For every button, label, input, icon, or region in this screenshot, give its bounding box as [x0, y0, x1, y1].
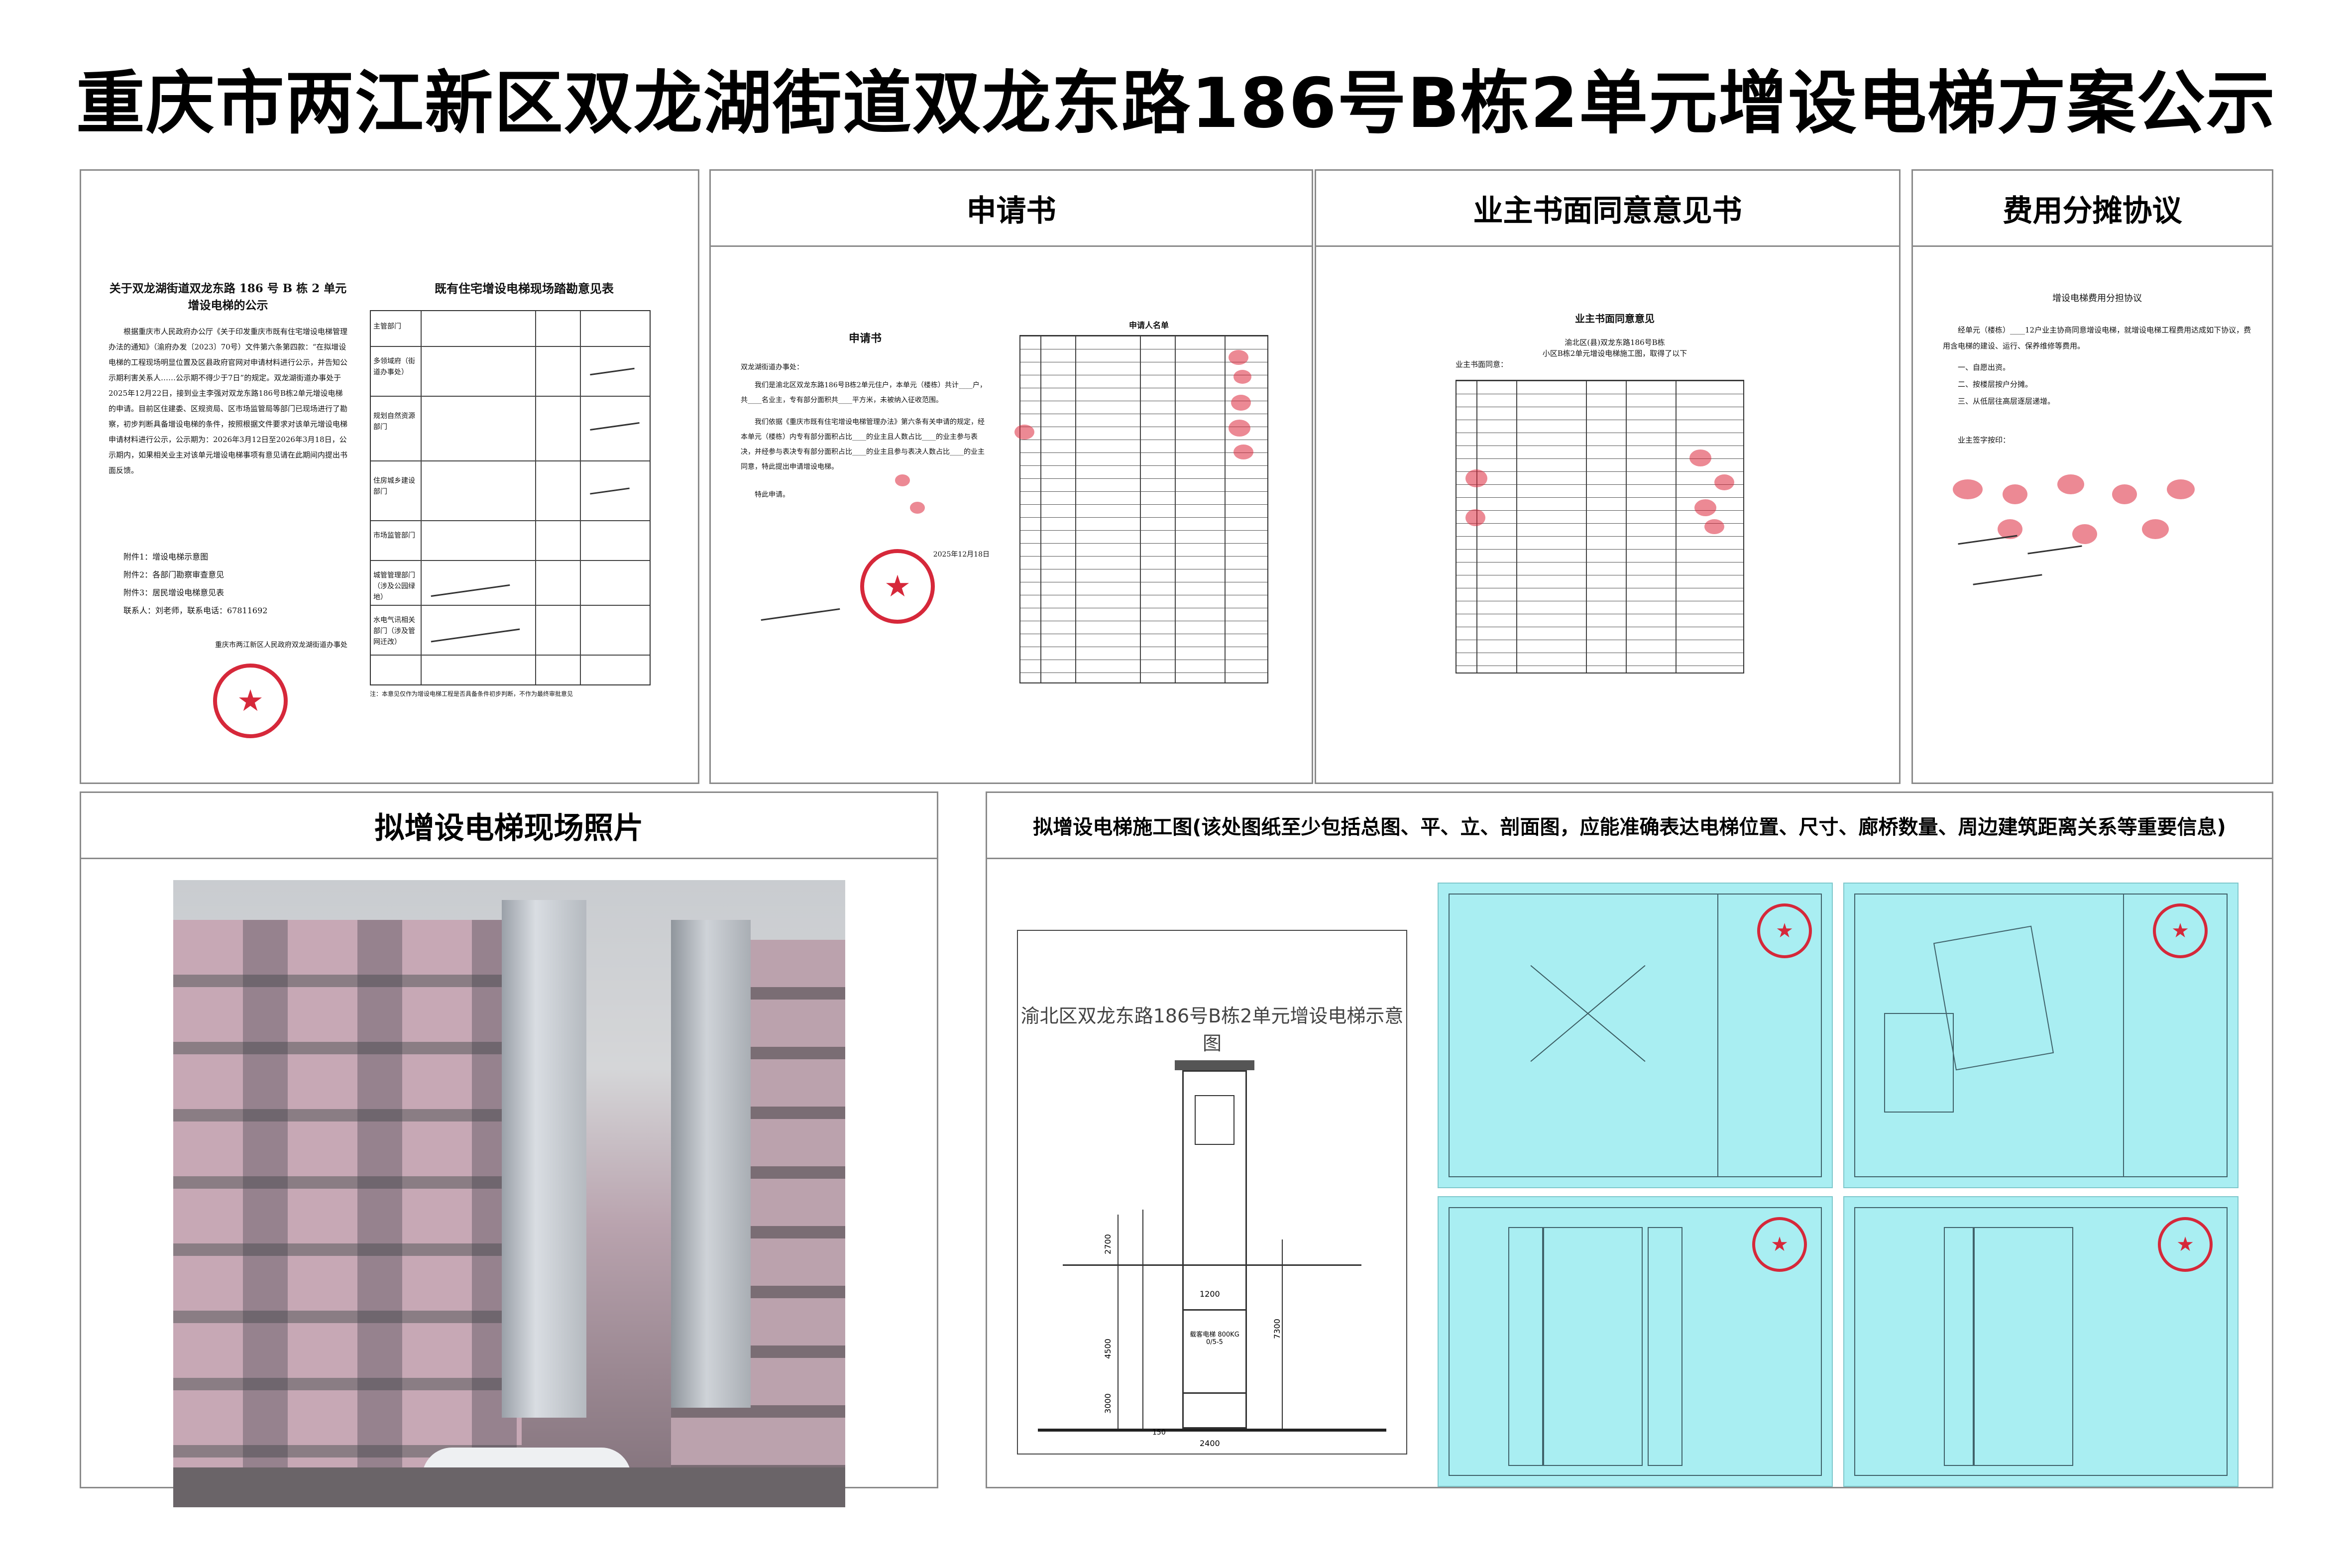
- consent-line-2: 小区B栋2单元增设电梯施工图，取得了以下: [1542, 349, 1687, 358]
- official-seal-application: ★: [860, 549, 935, 624]
- application-body-2: 我们依据《重庆市既有住宅增设电梯管理办法》第六条有关申请的规定，经本单元（楼栋）…: [741, 418, 985, 471]
- application-letter: 申请书 双龙湖街道办事处： 我们是渝北区双龙东路186号B栋2单元住户，本单元（…: [741, 330, 990, 728]
- photo-heading: 拟增设电梯现场照片: [81, 793, 937, 859]
- cost-item-2: 二、按楼层按户分摊。: [1958, 380, 2033, 389]
- notice-signature: 重庆市两江新区人民政府双龙湖街道办事处: [215, 641, 347, 649]
- application-closing: 特此申请。: [755, 491, 789, 499]
- survey-footnote: 注：本意见仅作为增设电梯工程是否具备条件初步判断，不作为最终审批意见: [370, 690, 573, 697]
- survey-row-7: 水电气讯相关部门（涉及管网迁改）: [373, 616, 415, 646]
- dim-4500: 4500: [1103, 1339, 1113, 1359]
- elevator-shaft-main: [502, 900, 586, 1418]
- survey-form-title: 既有住宅增设电梯现场踏勘意见表: [435, 281, 614, 296]
- photo-panel: 拟增设电梯现场照片: [80, 791, 938, 1507]
- notice-attachment-2: 附件2：各部门勘察审查意见: [123, 570, 224, 579]
- application-body-1: 我们是渝北区双龙东路186号B栋2单元住户，本单元（楼栋）共计____户，共__…: [741, 381, 987, 404]
- survey-row-2: 多领域府（街道办事处）: [373, 357, 415, 376]
- cost-item-1: 一、自愿出资。: [1958, 363, 2011, 372]
- cost-item-3: 三、从低层往高层逐层递增。: [1958, 397, 2055, 406]
- applicant-list: 申请人名单: [1014, 320, 1278, 768]
- dim-1200: 1200: [1200, 1289, 1220, 1299]
- applicant-list-title: 申请人名单: [1128, 321, 1169, 330]
- cost-document: 增设电梯费用分担协议 经单元（楼栋）____12户业主协商同意增设电梯，就增设电…: [1943, 290, 2251, 718]
- notice-panel: 关于双龙湖街道双龙东路 186 号 B 栋 2 单元 增设电梯的公示 根据重庆市…: [80, 169, 699, 784]
- survey-row-6: 城管管理部门（涉及公园绿地）: [373, 571, 415, 601]
- schematic-title: 渝北区双龙东路186号B栋2单元增设电梯示意图: [1020, 1005, 1404, 1054]
- notice-attachment-3: 附件3：居民增设电梯意见表: [123, 588, 224, 597]
- consent-table: [1456, 380, 1744, 673]
- elevator-shaft-right: [671, 920, 751, 1408]
- survey-row-3: 规划自然资源部门: [373, 412, 415, 431]
- drawing-panel: 拟增设电梯施工图(该处图纸至少包括总图、平、立、剖面图，应能准确表达电梯位置、尺…: [986, 791, 2273, 1488]
- survey-row-1: 主管部门: [373, 323, 401, 331]
- notice-body: 根据重庆市人民政府办公厅《关于印发重庆市既有住宅增设电梯管理办法的通知》（渝府办…: [109, 327, 347, 475]
- consent-line-1: 渝北区(县)双龙东路186号B栋: [1565, 338, 1665, 347]
- notice-document: 关于双龙湖街道双龙东路 186 号 B 栋 2 单元 增设电梯的公示 根据重庆市…: [109, 280, 347, 738]
- consent-document: 业主书面同意意见 渝北区(县)双龙东路186号B栋 小区B栋2单元增设电梯施工图…: [1456, 310, 1774, 758]
- dim-2400: 2400: [1200, 1439, 1220, 1448]
- application-date: 2025年12月18日: [933, 551, 990, 559]
- dim-7300: 7300: [1272, 1319, 1282, 1339]
- cost-heading: 费用分摊协议: [1913, 171, 2272, 247]
- application-heading: 申请书: [711, 171, 1312, 247]
- notice-title-line2: 增设电梯的公示: [188, 299, 268, 312]
- application-panel: 申请书 申请书 双龙湖街道办事处： 我们是渝北区双龙东路186号B栋2单元住户，…: [709, 169, 1313, 784]
- drawing-heading: 拟增设电梯施工图(该处图纸至少包括总图、平、立、剖面图，应能准确表达电梯位置、尺…: [987, 793, 2272, 859]
- official-seal-notice: ★: [213, 664, 288, 738]
- page-title: 重庆市两江新区双龙湖街道双龙东路186号B栋2单元增设电梯方案公示: [76, 63, 2276, 143]
- survey-table: 主管部门 多领域府（街道办事处） 规划自然资源部门 住房城乡建设部门 市场监管部…: [370, 310, 651, 685]
- blueprint-floor-plan: ★: [1843, 883, 2239, 1188]
- cabin-label: 载客电梯 800KG 0/5-5: [1190, 1331, 1239, 1346]
- cost-intro: 经单元（楼栋）____12户业主协商同意增设电梯，就增设电梯工程费用达成如下协议…: [1943, 326, 2251, 350]
- cost-panel: 费用分摊协议 增设电梯费用分担协议 经单元（楼栋）____12户业主协商同意增设…: [1911, 169, 2273, 784]
- consent-doc-title: 业主书面同意意见: [1575, 313, 1655, 325]
- application-letter-title: 申请书: [848, 332, 882, 345]
- dim-2700: 2700: [1103, 1234, 1113, 1254]
- notice-title-line1: 关于双龙湖街道双龙东路 186 号 B 栋 2 单元: [109, 282, 347, 295]
- site-photo: [173, 880, 845, 1507]
- blueprint-site-plan: ★: [1438, 883, 1833, 1188]
- notice-attachment-1: 附件1：增设电梯示意图: [123, 552, 209, 561]
- cost-signers-label: 业主签字按印：: [1958, 436, 2011, 445]
- survey-row-5: 市场监管部门: [373, 532, 415, 540]
- cost-doc-title: 增设电梯费用分担协议: [2052, 293, 2142, 304]
- dim-150: 150: [1152, 1429, 1166, 1437]
- survey-form: 既有住宅增设电梯现场踏勘意见表 主管部门 多领域府（街道办事处） 规划自然资源部…: [370, 280, 678, 718]
- left-building: [173, 920, 522, 1507]
- elevator-schematic: 渝北区双龙东路186号B栋2单元增设电梯示意图 载客电梯 800KG 0/5-5…: [1017, 930, 1407, 1455]
- blueprint-elevation-2: ★: [1843, 1196, 2239, 1487]
- consent-heading: 业主书面同意意见书: [1316, 171, 1899, 247]
- consent-panel: 业主书面同意意见书 业主书面同意意见 渝北区(县)双龙东路186号B栋 小区B栋…: [1315, 169, 1901, 784]
- consent-line-3: 业主书面同意：: [1456, 360, 1508, 369]
- application-addressee: 双龙湖街道办事处：: [741, 363, 803, 371]
- survey-row-4: 住房城乡建设部门: [373, 477, 415, 496]
- applicant-table: [1019, 335, 1268, 683]
- blueprint-elevation-1: ★: [1438, 1196, 1833, 1487]
- dim-3000: 3000: [1103, 1393, 1113, 1414]
- applicant-signature: [761, 608, 840, 621]
- notice-contact: 联系人：刘老师，联系电话：67811692: [123, 606, 268, 615]
